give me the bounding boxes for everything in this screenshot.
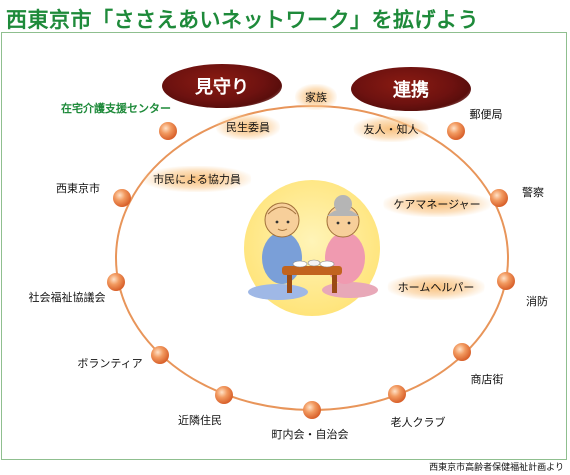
ring-node — [388, 385, 406, 403]
inner-label-care-manager: ケアマネージャー — [383, 191, 491, 217]
ring-node — [113, 189, 131, 207]
ring-node — [453, 343, 471, 361]
pill-mimamori: 見守り — [162, 64, 282, 108]
ring-node — [303, 401, 321, 419]
page-title: 西東京市「ささえあいネットワーク」を拡げよう — [6, 8, 479, 32]
inner-label-welfare-commissioner: 民生委員 — [216, 114, 280, 140]
ring-node — [151, 346, 169, 364]
ring-node — [215, 386, 233, 404]
ring-node — [447, 122, 465, 140]
node-label-neighborhood-association: 町内会・自治会 — [271, 428, 349, 441]
node-label-shopping-street: 商店街 — [470, 373, 504, 386]
ring-node — [159, 122, 177, 140]
node-label-volunteers: ボランティア — [77, 357, 143, 370]
node-label-social-welfare-council: 社会福祉協議会 — [28, 291, 106, 304]
elderly-couple-illustration — [244, 180, 380, 316]
inner-label-family: 家族 — [295, 84, 337, 110]
node-label-home-care-center: 在宅介護支援センター — [61, 102, 171, 115]
node-label-neighbors: 近隣住民 — [178, 414, 222, 427]
ring-node — [490, 189, 508, 207]
inner-label-friends: 友人・知人 — [353, 116, 429, 142]
node-label-police: 警察 — [522, 186, 544, 199]
ring-node — [497, 272, 515, 290]
inner-label-citizen-helpers: 市民による協力員 — [143, 166, 251, 192]
node-label-senior-club: 老人クラブ — [390, 416, 446, 429]
inner-label-home-helper: ホームヘルパー — [387, 274, 485, 300]
pill-renkei: 連携 — [351, 67, 471, 111]
node-label-fire-department: 消防 — [526, 295, 548, 308]
diagram-frame — [1, 32, 567, 460]
ring-node — [107, 273, 125, 291]
node-label-post-office: 郵便局 — [469, 108, 503, 121]
ring-nodes — [107, 122, 515, 419]
node-label-nishitokyo-city: 西東京市 — [56, 182, 100, 195]
source-caption: 西東京市高齢者保健福祉計画より — [429, 463, 564, 473]
